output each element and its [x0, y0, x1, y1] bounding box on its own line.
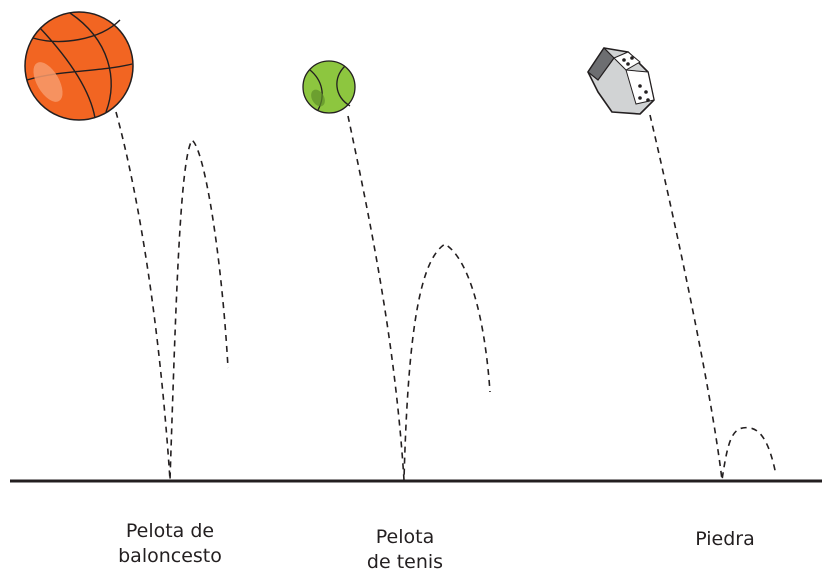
tennis-ball-label-line-2: de tenis [366, 551, 444, 573]
stone-label: Piedra [670, 527, 780, 552]
basketball-icon [24, 11, 134, 121]
tennis-ball-label: Pelota de tenis [345, 525, 465, 575]
tennis-ball-label-line-1: Pelota [375, 526, 435, 548]
stone-bounce-path [649, 114, 777, 481]
basketball-bounce-path [115, 111, 229, 481]
basketball-label-line-1: Pelota de [125, 520, 215, 542]
tennis-ball-bounce-path [347, 115, 491, 481]
basketball-label-line-2: baloncesto [118, 545, 222, 567]
stone-icon [587, 47, 655, 115]
basketball-label: Pelota de baloncesto [95, 519, 245, 569]
stone-label-line-1: Piedra [695, 528, 755, 550]
tennis-ball-icon [302, 60, 356, 114]
